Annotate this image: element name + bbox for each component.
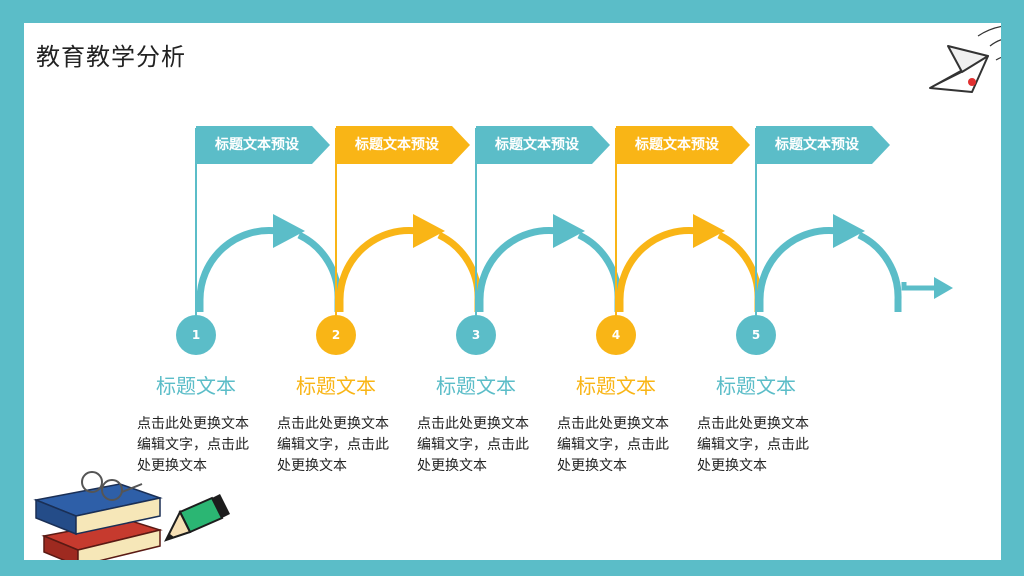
- step-arc-left: [196, 227, 278, 312]
- step-arc-right: [717, 231, 762, 312]
- step-arrowhead: [273, 214, 305, 248]
- step-banner: [616, 126, 750, 164]
- step-arrowhead: [553, 214, 585, 248]
- step-banner-label: 标题文本预设: [635, 137, 719, 153]
- end-arrowhead: [934, 277, 953, 299]
- paper-plane-illustration: [929, 25, 1001, 93]
- step-arrowhead: [833, 214, 865, 248]
- step-description: 点击此处更换文本编辑文字，点击此处更换文本: [277, 416, 389, 474]
- slide-canvas: 教育教学分析 标题文本预设 1 标题文本点击此处更换文本编辑文字，点击此处更换文本 标…: [24, 23, 1001, 560]
- step-title: 标题文本: [436, 374, 516, 398]
- end-arrow-line: [901, 282, 936, 291]
- books-illustration: [33, 471, 163, 560]
- step-description: 点击此处更换文本编辑文字，点击此处更换文本: [697, 416, 809, 474]
- step-title: 标题文本: [296, 374, 376, 398]
- step-banner-label: 标题文本预设: [775, 137, 859, 153]
- step-arc-right: [297, 231, 342, 312]
- step-arc-left: [336, 227, 418, 312]
- step-banner-label: 标题文本预设: [495, 137, 579, 153]
- step-banner-label: 标题文本预设: [355, 137, 439, 153]
- step-arc-right: [437, 231, 482, 312]
- step-arc-right: [577, 231, 622, 312]
- step-description: 点击此处更换文本编辑文字，点击此处更换文本: [137, 416, 249, 474]
- page-title: 教育教学分析: [36, 43, 186, 71]
- process-diagram: [33, 25, 1001, 560]
- step-number-badge: 1: [176, 315, 216, 355]
- step-description: 点击此处更换文本编辑文字，点击此处更换文本: [557, 416, 669, 474]
- step-title: 标题文本: [156, 374, 236, 398]
- step-title: 标题文本: [716, 374, 796, 398]
- step-number-badge: 3: [456, 315, 496, 355]
- step-title: 标题文本: [576, 374, 656, 398]
- step-banner: [756, 126, 890, 164]
- step-arc-left: [616, 227, 698, 312]
- step-number-badge: 4: [596, 315, 636, 355]
- step-number-badge: 2: [316, 315, 356, 355]
- step-arrowhead: [693, 214, 725, 248]
- step-arrowhead: [413, 214, 445, 248]
- step-arc-left: [476, 227, 558, 312]
- step-banner: [476, 126, 610, 164]
- step-banner-label: 标题文本预设: [215, 137, 299, 153]
- pencil-illustration: [164, 494, 230, 542]
- step-banner: [336, 126, 470, 164]
- step-description: 点击此处更换文本编辑文字，点击此处更换文本: [417, 416, 529, 474]
- step-arc-right: [857, 231, 902, 312]
- step-arc-left: [756, 227, 838, 312]
- step-banner: [196, 126, 330, 164]
- step-number-badge: 5: [736, 315, 776, 355]
